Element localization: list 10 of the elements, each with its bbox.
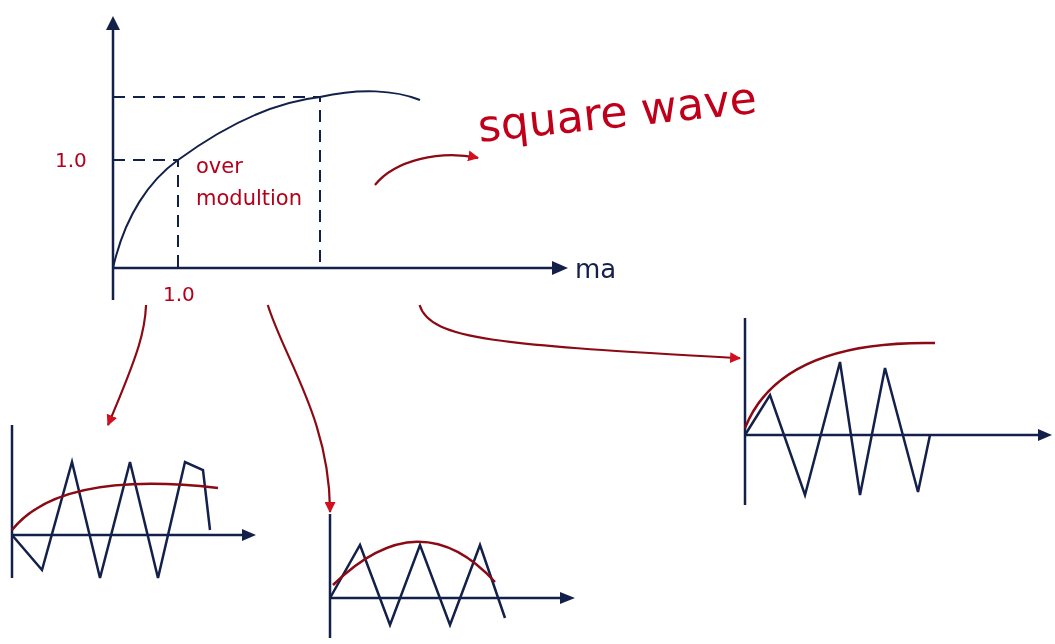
handwritten-note: square wave: [475, 71, 761, 149]
curved-arrow: [374, 150, 480, 186]
curved-arrow: [418, 304, 742, 364]
curved-arrow: [106, 304, 148, 426]
axis-label: ma: [575, 254, 617, 284]
region-label: over modultion: [196, 153, 303, 212]
curved-arrow: [266, 304, 336, 514]
tick-label: 1.0: [55, 148, 87, 172]
tick-label: 1.0: [163, 282, 195, 306]
waveform-graph-drawing: [8, 425, 258, 580]
